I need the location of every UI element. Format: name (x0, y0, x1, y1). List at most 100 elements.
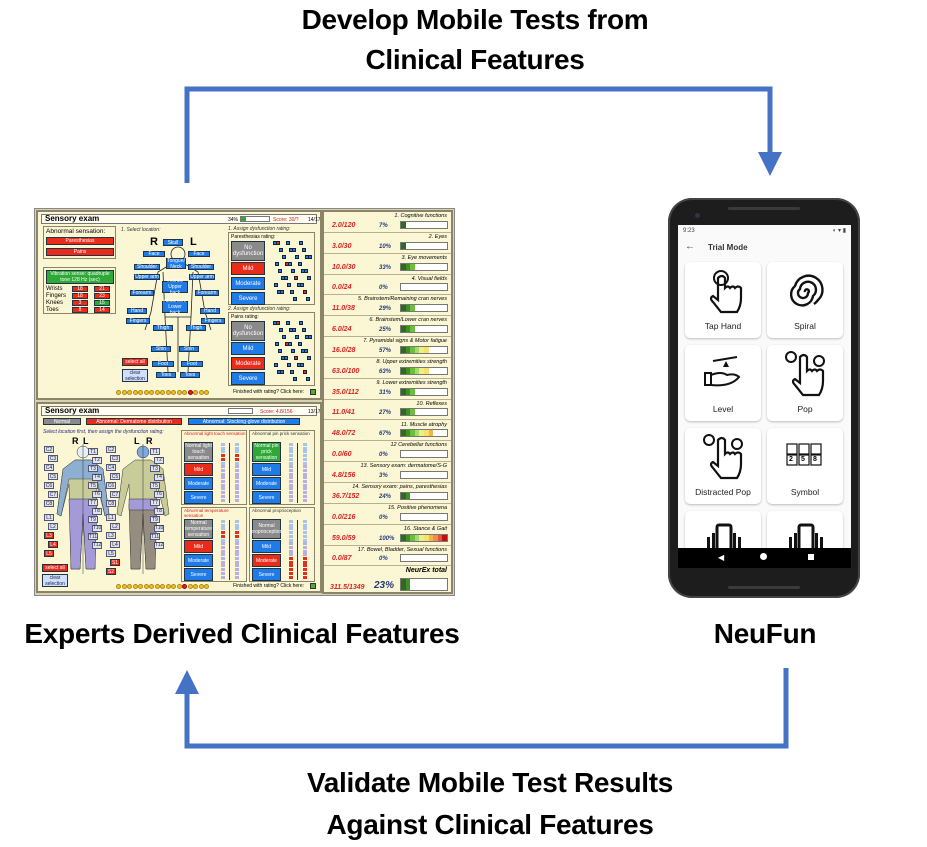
body-region-square[interactable] (282, 255, 286, 259)
body-region-square[interactable] (308, 255, 312, 259)
level-cell[interactable] (221, 468, 225, 472)
level-cell[interactable] (221, 523, 225, 527)
body-region-square[interactable] (290, 370, 294, 374)
level-cell[interactable] (235, 494, 239, 498)
level-cell[interactable] (235, 472, 239, 476)
body-region-square[interactable] (299, 321, 303, 325)
rating-moderate-button[interactable]: Moderate (231, 277, 265, 290)
dermatome-t12[interactable]: T12 (92, 541, 102, 549)
rating-normal-light-touch-sensation-button[interactable]: Normal light touch sensation (184, 442, 213, 462)
page-dot[interactable] (127, 584, 132, 589)
body-part-fingers[interactable]: Fingers (201, 318, 225, 324)
level-cell[interactable] (289, 575, 293, 579)
dermatome-c8[interactable]: C8 (44, 500, 54, 507)
level-cell[interactable] (235, 531, 239, 535)
page-dot[interactable] (193, 390, 198, 395)
dermatome-s2[interactable]: S2 (106, 568, 116, 575)
body-part-forearm[interactable]: Forearm (195, 290, 219, 296)
level-cell[interactable] (303, 560, 307, 564)
dermatome-c6[interactable]: C6 (106, 482, 116, 489)
level-cell[interactable] (221, 472, 225, 476)
page-dot[interactable] (149, 390, 154, 395)
body-region-square[interactable] (303, 370, 307, 374)
level-cell[interactable] (221, 476, 225, 480)
page-dot[interactable] (160, 584, 165, 589)
body-region-square[interactable] (280, 290, 284, 294)
level-cell[interactable] (221, 545, 225, 549)
level-cell[interactable] (221, 575, 225, 579)
rating-no-dysfunction-button[interactable]: No dysfunction (231, 321, 265, 341)
level-cell[interactable] (289, 443, 293, 446)
test-card-more[interactable] (685, 511, 761, 548)
level-cell[interactable] (221, 491, 225, 495)
level-cell[interactable] (303, 483, 307, 487)
level-cell[interactable] (303, 450, 307, 454)
dermatome-c4[interactable]: C4 (44, 464, 54, 471)
body-region-square[interactable] (286, 321, 290, 325)
dermatome-t9[interactable]: T9 (88, 516, 98, 523)
dermatome-l5[interactable]: L5 (106, 550, 116, 557)
body-region-square[interactable] (292, 248, 296, 252)
level-cell[interactable] (221, 538, 225, 542)
dermatome-t3[interactable]: T3 (88, 465, 98, 472)
level-cell[interactable] (303, 465, 307, 469)
body-part-face[interactable]: Face (188, 251, 210, 257)
level-cell[interactable] (221, 542, 225, 546)
body-region-square[interactable] (300, 363, 304, 367)
level-cell[interactable] (221, 549, 225, 553)
dermatome-l1[interactable]: L1 (44, 514, 54, 521)
dermatome-l4[interactable]: L4 (110, 541, 120, 548)
body-part-shoulder[interactable]: Shoulder (134, 264, 160, 270)
body-region-square[interactable] (276, 241, 280, 245)
body-region-square[interactable] (303, 290, 307, 294)
level-cell[interactable] (235, 446, 239, 450)
body-region-square[interactable] (279, 328, 283, 332)
level-cell[interactable] (235, 480, 239, 483)
test-card-level[interactable]: Level (685, 345, 761, 421)
level-cell[interactable] (235, 527, 239, 531)
level-cell[interactable] (303, 575, 307, 579)
level-cell[interactable] (221, 568, 225, 572)
dermatome-l3[interactable]: L3 (106, 532, 116, 539)
rating-moderate-button[interactable]: Moderate (184, 477, 213, 490)
vibration-right-value[interactable]: 18 (72, 286, 88, 292)
page-dot[interactable] (127, 390, 132, 395)
test-card-tap-hand[interactable]: Tap Hand (685, 262, 761, 338)
rating-no-dysfunction-button[interactable]: No dysfunction (231, 241, 265, 261)
body-region-square[interactable] (288, 342, 292, 346)
level-cell[interactable] (235, 443, 239, 446)
page-dot[interactable] (165, 584, 171, 589)
body-region-square[interactable] (292, 328, 296, 332)
level-cell[interactable] (235, 557, 239, 560)
dermatome-t11[interactable]: T11 (88, 533, 98, 540)
page-dot[interactable] (154, 584, 160, 589)
level-cell[interactable] (235, 457, 239, 461)
body-part-upper-arm[interactable]: Upper arm (134, 274, 160, 280)
test-card-spiral[interactable]: Spiral (767, 262, 843, 338)
level-cell[interactable] (221, 527, 225, 531)
level-cell[interactable] (303, 457, 307, 461)
level-cell[interactable] (235, 498, 239, 502)
body-region-square[interactable] (282, 335, 286, 339)
body-region-square[interactable] (284, 276, 288, 280)
level-cell[interactable] (235, 523, 239, 527)
clear-selection-button[interactable]: clear selection (122, 369, 148, 382)
level-cell[interactable] (289, 446, 293, 450)
body-region-square[interactable] (308, 335, 312, 339)
level-cell[interactable] (303, 553, 307, 557)
dermatome-t7[interactable]: T7 (150, 499, 160, 506)
level-cell[interactable] (221, 461, 225, 465)
page-dot[interactable] (154, 390, 160, 395)
dermatome-c5[interactable]: C5 (110, 473, 120, 480)
level-cell[interactable] (235, 483, 239, 487)
test-card-distracted-pop[interactable]: Distracted Pop (685, 428, 761, 504)
body-region-square[interactable] (280, 370, 284, 374)
dermatome-c3[interactable]: C3 (110, 455, 120, 462)
body-region-square[interactable] (293, 297, 297, 301)
level-cell[interactable] (221, 480, 225, 483)
body-part-upper-arm[interactable]: Upper arm (189, 274, 215, 280)
body-part-toes[interactable]: Toes (156, 372, 176, 378)
level-cell[interactable] (303, 523, 307, 527)
level-cell[interactable] (221, 498, 225, 502)
